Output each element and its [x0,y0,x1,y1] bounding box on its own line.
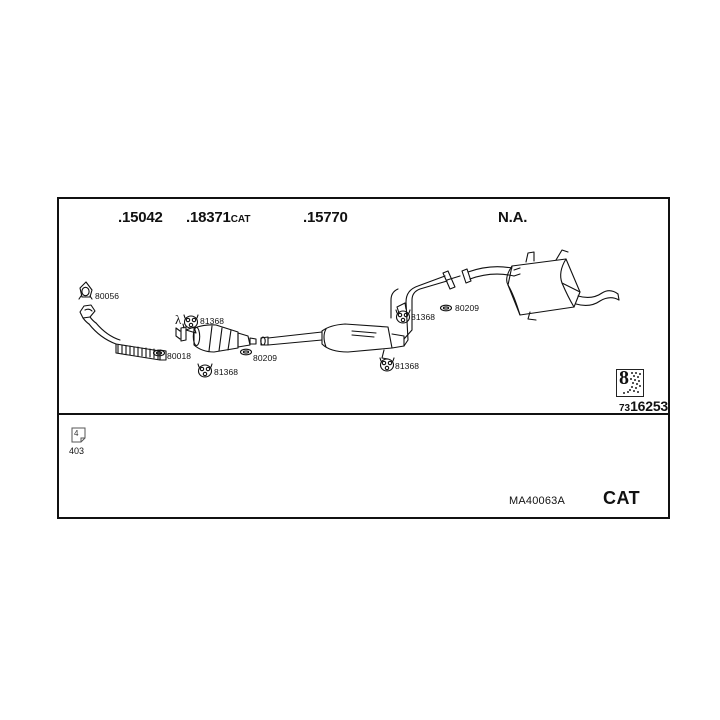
label-81368-c: 81368 [411,312,436,322]
front-pipe [79,304,167,361]
front-flange-gasket-icon [78,281,93,300]
serial-main: 16253 [630,398,668,414]
lambda-sensor-symbol: λ [175,312,182,327]
model-code-1: .15042 [118,209,163,226]
hanger-mount-81368-d [379,357,395,372]
ring-gasket-80209-right [439,304,453,312]
label-80056: 80056 [95,291,120,301]
label-81368-d: 81368 [395,361,420,371]
ring-gasket-80209-left [239,348,253,356]
data-matrix-sticker: 8 [616,369,644,397]
serial-code: 7316253 [600,398,668,416]
rear-pipe-flange [442,270,461,290]
document-id: MA40063A [509,495,566,507]
hanger-mount-81368-b [197,363,213,378]
cat-marking: CAT [603,488,641,508]
label-81368-b: 81368 [214,367,239,377]
hanger-mount-81368-a [183,314,199,329]
label-80209-b: 80209 [455,303,480,313]
label-80018: 80018 [167,351,192,361]
centre-silencer [321,323,405,360]
rear-intermediate-pipe [390,275,448,347]
note-page-icon [71,427,86,443]
hanger-mount-81368-c [395,309,411,324]
rear-silencer [506,249,620,321]
ring-gasket-80018 [152,349,166,357]
diagram-frame [57,197,670,519]
intermediate-front-pipe [260,331,323,346]
note-number: 403 [69,446,85,456]
model-code-4: N.A. [498,209,528,226]
serial-prefix: 73 [618,403,631,414]
model-code-3: .15770 [303,209,348,226]
lambda-sensor-boss [175,323,187,342]
label-81368-a: 81368 [200,316,225,326]
matrix-digit: 8 [619,369,629,389]
label-80209-a: 80209 [253,353,278,363]
catalytic-converter [185,324,257,353]
note-icon-number: 4 [74,429,79,438]
frame-divider [57,413,670,415]
model-code-2: .18371CAT [186,209,251,226]
